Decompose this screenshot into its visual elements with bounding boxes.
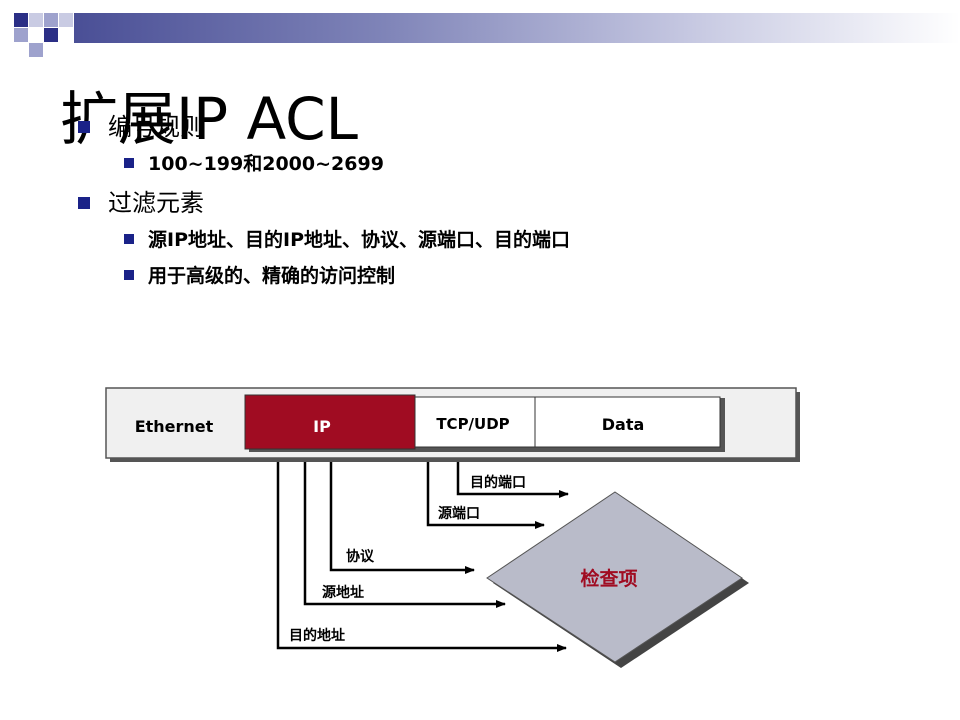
deco-square-5 <box>14 28 28 42</box>
check-items-label: 检查项 <box>580 567 637 590</box>
deco-square-6 <box>44 28 58 42</box>
ip-label: IP <box>313 417 331 436</box>
bullet-text: 用于高级的、精确的访问控制 <box>148 265 396 287</box>
bullet-square-icon <box>124 234 134 244</box>
data-field <box>534 396 721 448</box>
bullet-filter-fields: 源IP地址、目的IP地址、协议、源端口、目的端口 <box>124 226 570 254</box>
bullet-filter-elements: 过滤元素 <box>78 186 204 220</box>
dst-addr-label: 目的地址 <box>289 627 345 644</box>
deco-square-7 <box>29 43 43 57</box>
deco-square-4 <box>59 13 73 27</box>
bullet-number-range: 100~199和2000~2699 <box>124 150 384 178</box>
bullet-text: 编号规则 <box>108 113 204 141</box>
tcp-udp-field <box>414 396 536 448</box>
bullet-square-icon <box>78 196 90 209</box>
arrow-src-addr <box>303 462 506 608</box>
bullet-text: 过滤元素 <box>108 189 204 217</box>
src-port-label: 源端口 <box>438 505 480 522</box>
header-gradient-band <box>74 13 960 43</box>
bullet-square-icon <box>124 158 134 168</box>
bullet-numbering-rule: 编号规则 <box>78 110 204 144</box>
ip-field <box>244 394 416 450</box>
tcp-udp-label: TCP/UDP <box>436 415 509 433</box>
bullet-text: 100~199和2000~2699 <box>148 153 384 175</box>
arrow-dst-addr <box>276 462 567 652</box>
protocol-label: 协议 <box>346 548 375 565</box>
deco-square-1 <box>14 13 28 27</box>
arrow-src-port <box>426 462 545 529</box>
arrow-dst-port <box>456 462 569 498</box>
ethernet-label: Ethernet <box>135 417 214 436</box>
check-diamond <box>486 491 743 663</box>
src-addr-label: 源地址 <box>322 584 364 601</box>
deco-square-3 <box>44 13 58 27</box>
deco-square-2 <box>29 13 43 27</box>
bullet-text: 源IP地址、目的IP地址、协议、源端口、目的端口 <box>148 229 570 251</box>
data-label: Data <box>602 415 645 434</box>
bullet-square-icon <box>78 120 90 133</box>
slide-title: 扩展IP ACL <box>60 85 358 153</box>
arrow-protocol <box>329 462 475 574</box>
dst-port-label: 目的端口 <box>470 474 526 491</box>
bullet-advanced-control: 用于高级的、精确的访问控制 <box>124 262 395 290</box>
bullet-square-icon <box>124 270 134 280</box>
